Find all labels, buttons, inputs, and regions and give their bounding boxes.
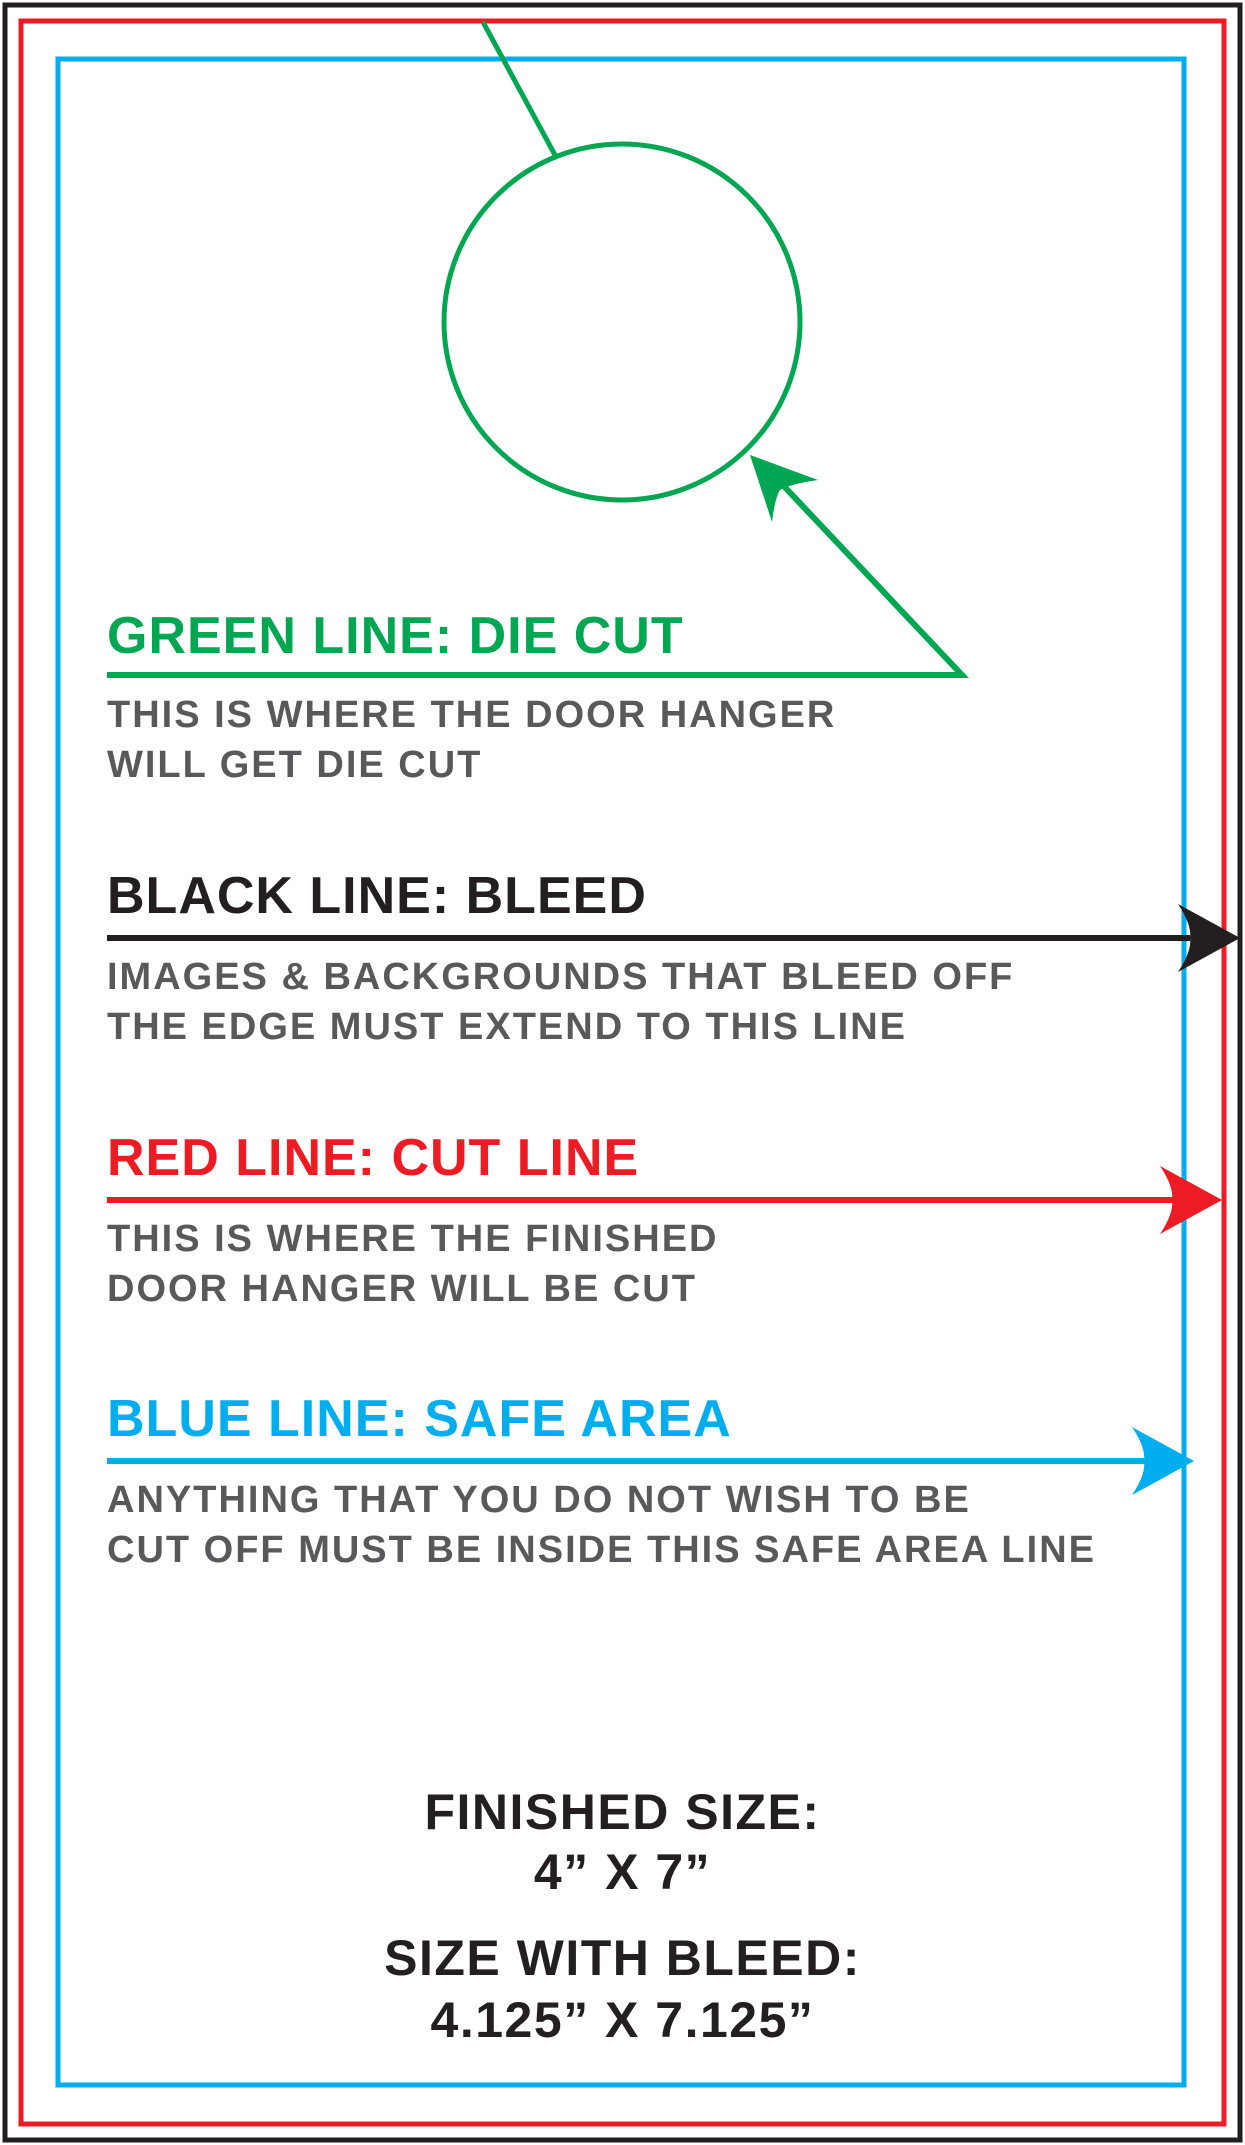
green-line-description-line-2: WILL GET DIE CUT xyxy=(107,744,483,786)
green-line-description-line-1: THIS IS WHERE THE DOOR HANGER xyxy=(107,694,837,736)
red-arrowhead xyxy=(1160,1166,1222,1234)
safe-area-border xyxy=(55,56,1187,2088)
green-line-heading: GREEN LINE: DIE CUT xyxy=(107,607,684,665)
red-line-description: THIS IS WHERE THE FINISHED DOOR HANGER W… xyxy=(107,1214,718,1314)
red-line-heading: RED LINE: CUT LINE xyxy=(107,1129,640,1187)
blue-arrowhead xyxy=(1132,1427,1194,1495)
black-line-description-line-2: THE EDGE MUST EXTEND TO THIS LINE xyxy=(107,1006,908,1048)
black-arrowhead xyxy=(1178,904,1240,972)
black-line-heading: BLACK LINE: BLEED xyxy=(107,867,647,925)
black-line-description: IMAGES & BACKGROUNDS THAT BLEED OFF THE … xyxy=(107,952,1014,1052)
black-line-description-line-1: IMAGES & BACKGROUNDS THAT BLEED OFF xyxy=(107,956,1015,998)
die-cut-slit xyxy=(480,20,558,157)
bleed-size-value: 4.125” X 7.125” xyxy=(430,1992,815,2048)
red-line-description-line-2: DOOR HANGER WILL BE CUT xyxy=(107,1268,697,1310)
green-arrowhead xyxy=(750,455,818,522)
cut-border xyxy=(18,18,1227,2127)
green-line-description: THIS IS WHERE THE DOOR HANGER WILL GET D… xyxy=(107,690,836,790)
blue-line-description-line-2: CUT OFF MUST BE INSIDE THIS SAFE AREA LI… xyxy=(107,1529,1096,1571)
bleed-size-label: SIZE WITH BLEED: xyxy=(384,1930,861,1986)
blue-line-description: ANYTHING THAT YOU DO NOT WISH TO BE CUT … xyxy=(107,1475,1096,1575)
finished-size-value: 4” X 7” xyxy=(533,1844,712,1900)
red-line-description-line-1: THIS IS WHERE THE FINISHED xyxy=(107,1218,719,1260)
finished-size-label: FINISHED SIZE: xyxy=(424,1784,821,1840)
die-cut-hole xyxy=(441,141,803,503)
green-leader-line xyxy=(107,479,969,678)
blue-line-heading: BLUE LINE: SAFE AREA xyxy=(107,1390,732,1448)
blue-line-description-line-1: ANYTHING THAT YOU DO NOT WISH TO BE xyxy=(107,1479,971,1521)
